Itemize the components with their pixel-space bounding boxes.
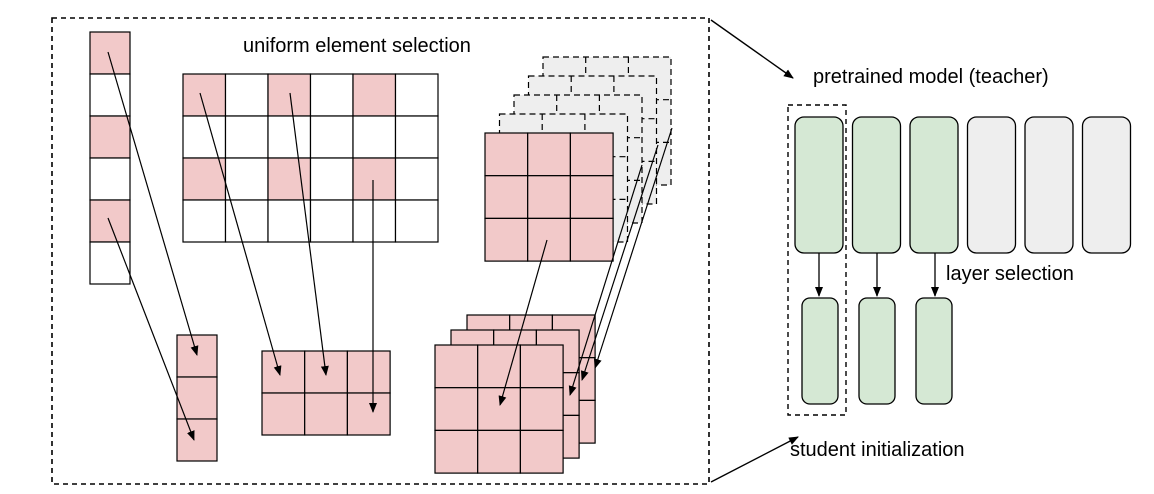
- uniform-selection-label: uniform element selection: [243, 35, 471, 57]
- frame-to-teacher-arrow: [710, 19, 794, 79]
- tensor-cell: [477, 429, 522, 474]
- matrix-cell: [309, 73, 354, 117]
- matrix-cell: [267, 73, 312, 117]
- tensor-cell: [519, 344, 564, 389]
- tensor-cell: [569, 132, 614, 177]
- student-layer: [858, 297, 896, 405]
- selection-arrow: [107, 51, 199, 356]
- layer-arrows: [815, 253, 939, 297]
- matrix-cell: [346, 350, 391, 394]
- vector-cell: [176, 418, 218, 462]
- matrix-cell: [304, 392, 349, 436]
- matrix-cell: [182, 115, 227, 159]
- tensor-cell: [434, 429, 479, 474]
- teacher-layer: [1024, 116, 1074, 254]
- matrix-cell: [224, 73, 269, 117]
- tensor-student: [434, 314, 596, 474]
- matrix-cell: [182, 199, 227, 243]
- selection-frame: [51, 17, 710, 485]
- teacher-layer-selected: [851, 116, 902, 254]
- teacher-layers: [794, 116, 1132, 254]
- vector-cell: [89, 73, 131, 117]
- vector-teacher: [89, 31, 131, 285]
- teacher-layer-selected: [794, 116, 844, 254]
- frame-to-student-arrow: [710, 436, 799, 483]
- tensor-cell: [527, 132, 572, 177]
- tensor-cell: [527, 175, 572, 219]
- selection-arrow: [289, 92, 329, 376]
- tensor-cell: [484, 132, 529, 177]
- matrix-cell: [352, 115, 397, 159]
- vector-cell: [89, 31, 131, 75]
- matrix-cell: [267, 157, 312, 201]
- tensor-cell: [477, 344, 522, 389]
- vector-cell: [89, 157, 131, 201]
- teacher-layer-selected: [909, 116, 959, 254]
- teacher-label: pretrained model (teacher): [813, 66, 1049, 88]
- matrix-teacher: [182, 73, 439, 243]
- vector-cell: [176, 334, 218, 378]
- vector-cell: [89, 199, 131, 243]
- matrix-cell: [261, 392, 306, 436]
- teacher-layer: [1081, 116, 1132, 254]
- tensor-cell: [569, 217, 614, 262]
- vector-cell: [89, 241, 131, 285]
- tensor-cell: [434, 344, 479, 389]
- matrix-cell: [346, 392, 391, 436]
- selection-arrow: [498, 239, 548, 406]
- selection-arrow: [580, 144, 659, 381]
- tensor-teacher: [484, 56, 672, 262]
- tensor-cell: [527, 217, 572, 262]
- selected-column-frame: [787, 104, 847, 416]
- matrix-cell: [224, 157, 269, 201]
- selection-arrow: [199, 92, 282, 376]
- selection-arrows: [107, 51, 673, 441]
- matrix-cell: [261, 350, 306, 394]
- matrix-cell: [352, 73, 397, 117]
- layer-selection-label: layer selection: [946, 263, 1074, 285]
- tensor-cell: [484, 175, 529, 219]
- vector-student: [176, 334, 218, 462]
- matrix-cell: [352, 199, 397, 243]
- matrix-cell: [267, 115, 312, 159]
- student-label: student initialization: [790, 439, 965, 461]
- selection-arrow: [593, 127, 673, 369]
- teacher-layer: [966, 116, 1017, 254]
- tensor-cell: [477, 387, 522, 432]
- tensor-cell: [519, 387, 564, 432]
- matrix-cell: [394, 157, 439, 201]
- tensor-cell: [434, 387, 479, 432]
- student-layer: [915, 297, 953, 405]
- tensor-cell: [484, 217, 529, 262]
- matrix-cell: [224, 115, 269, 159]
- selection-arrow: [568, 164, 643, 396]
- selection-arrow: [107, 217, 195, 441]
- matrix-cell: [309, 157, 354, 201]
- vector-cell: [89, 115, 131, 159]
- matrix-student: [261, 350, 391, 436]
- student-layers: [801, 297, 953, 405]
- matrix-cell: [182, 157, 227, 201]
- student-layer: [801, 297, 839, 405]
- matrix-cell: [394, 199, 439, 243]
- tensor-cell: [519, 429, 564, 474]
- matrix-cell: [394, 115, 439, 159]
- matrix-cell: [309, 115, 354, 159]
- tensor-cell: [569, 175, 614, 219]
- matrix-cell: [352, 157, 397, 201]
- matrix-cell: [394, 73, 439, 117]
- matrix-cell: [309, 199, 354, 243]
